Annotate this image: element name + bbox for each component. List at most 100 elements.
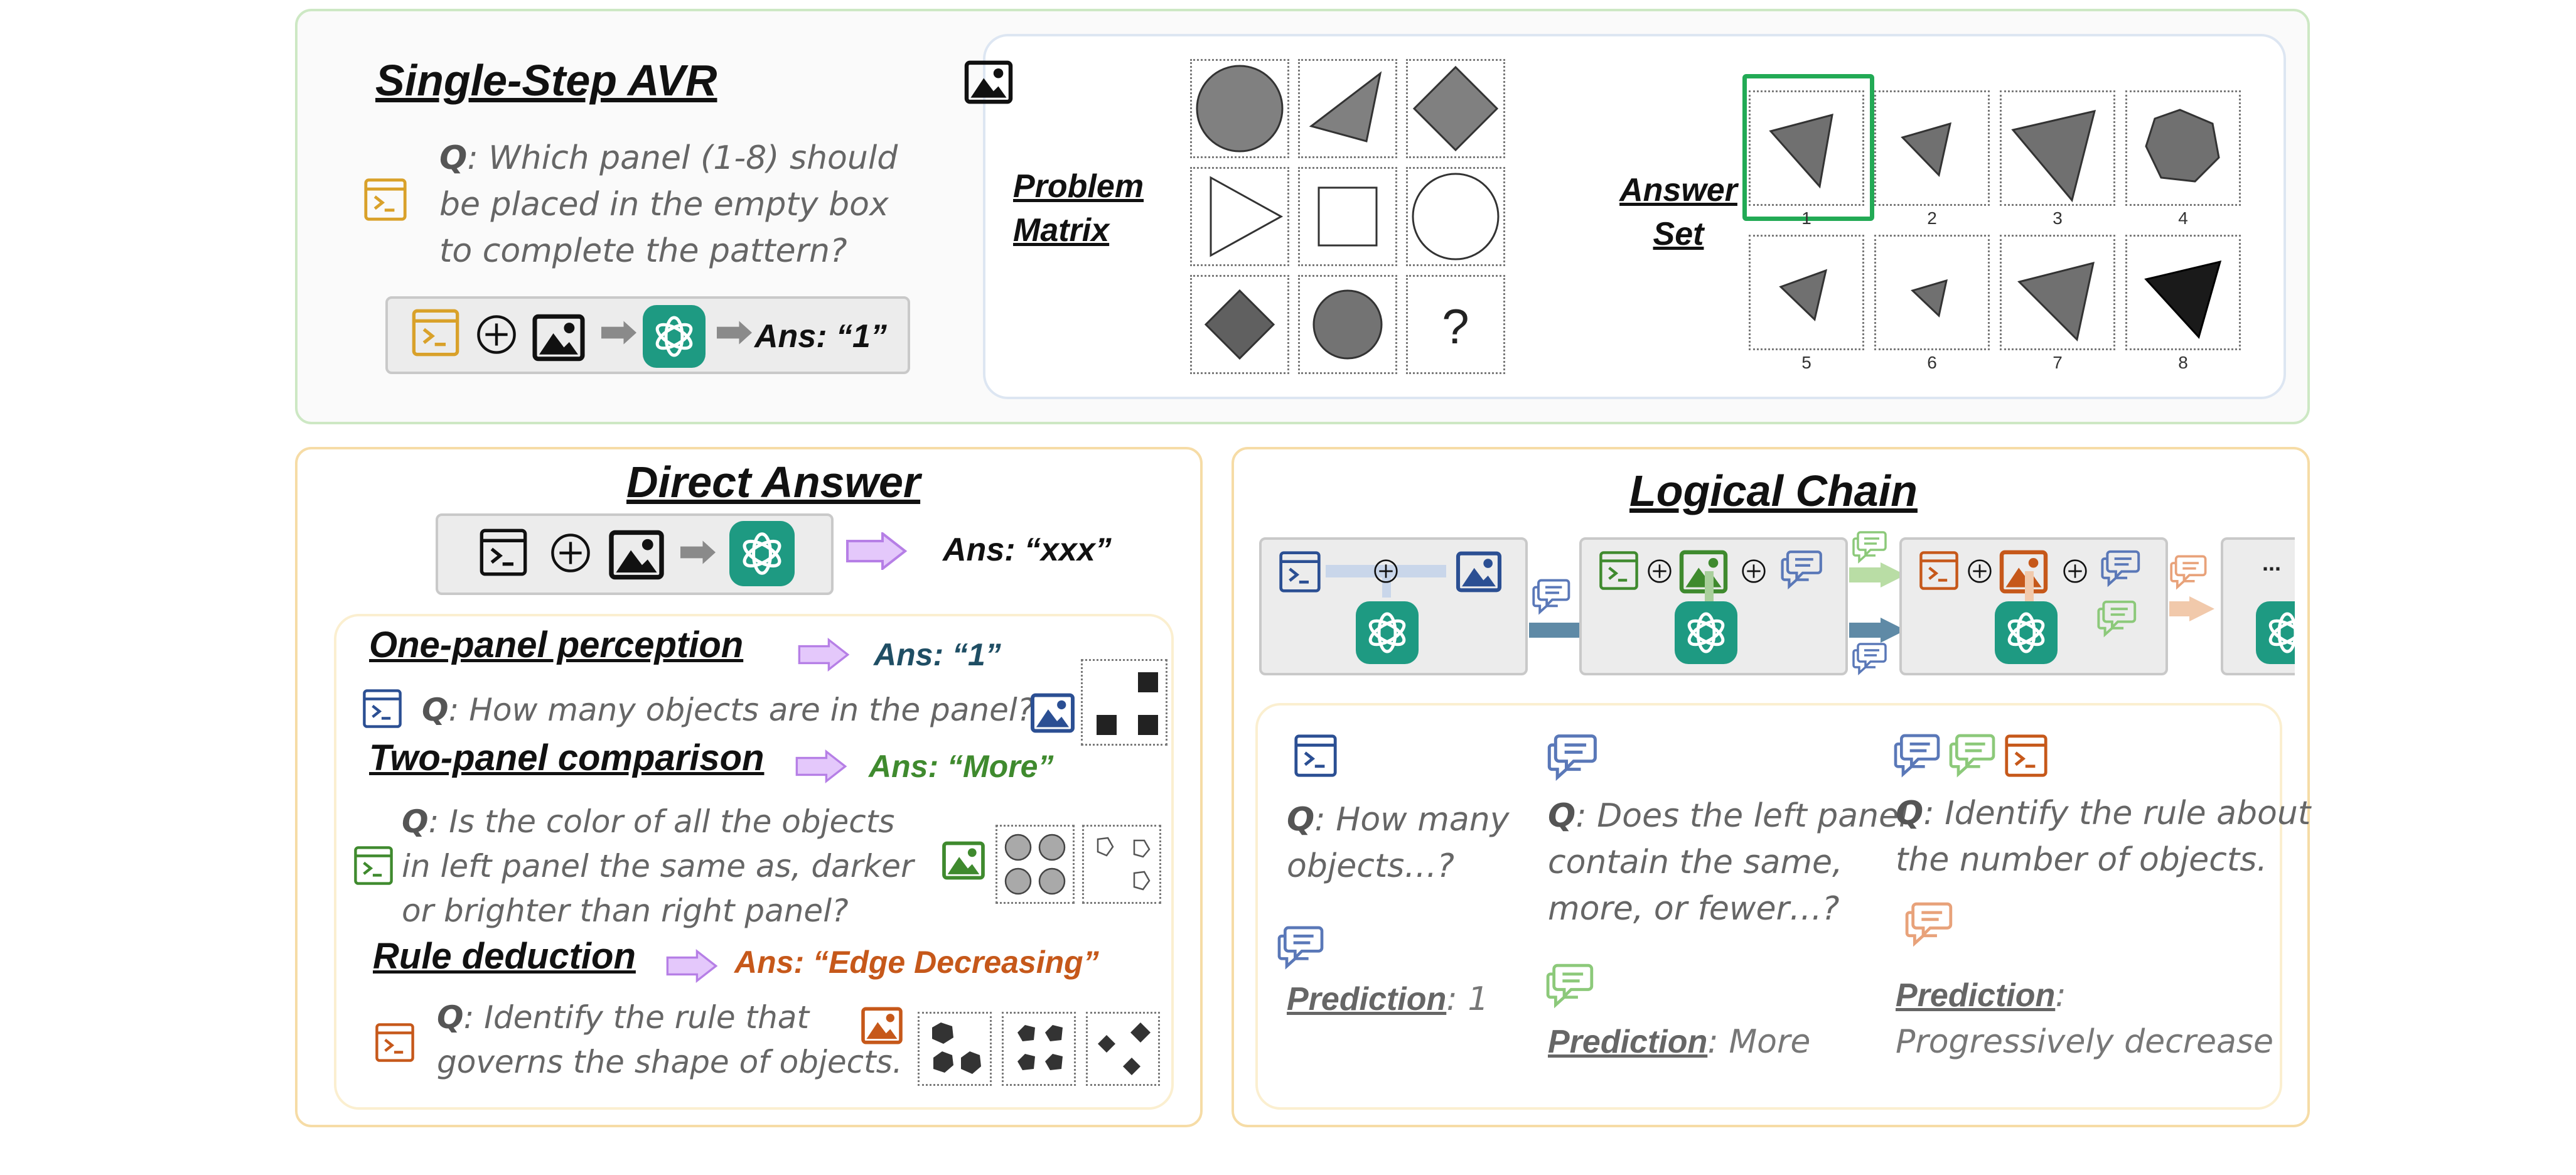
matrix-cell <box>1406 59 1505 158</box>
chat-icon <box>2100 547 2143 590</box>
terminal-icon <box>1918 550 1960 591</box>
image-icon <box>1029 693 1076 733</box>
answer-option[interactable] <box>1749 90 1864 206</box>
arrow-icon <box>680 540 716 565</box>
question-line: Q: Identify the rule about <box>1896 795 2311 832</box>
step3-question: Q: Identify the rule about the number of… <box>1896 791 2310 884</box>
image-icon <box>960 60 1017 104</box>
one-panel-answer: Ans: “1” <box>874 637 1001 672</box>
answer-option[interactable] <box>2125 235 2241 350</box>
gpt-model-icon <box>643 305 706 368</box>
question-line: contain the same, <box>1548 843 1843 881</box>
single-step-answer: Ans: “1” <box>754 318 887 355</box>
direct-answer-title: Direct Answer <box>626 458 921 507</box>
plus-icon <box>476 314 517 355</box>
two-panel-question: Q: Is the color of all the objects in le… <box>402 800 914 933</box>
question-line: Q: Identify the rule that <box>437 999 810 1036</box>
chat-icon <box>1277 923 1327 973</box>
image-icon <box>1999 550 2049 594</box>
step2-prediction: Prediction: More <box>1548 1023 1811 1061</box>
arrow-right-icon <box>795 749 847 783</box>
terminal-icon <box>1293 733 1338 778</box>
example-panel <box>1086 1012 1160 1086</box>
two-panel-title: Two-panel comparison <box>369 738 765 778</box>
logical-chain-title: Logical Chain <box>1629 466 1918 515</box>
arrow-right-icon <box>845 532 908 570</box>
chain-connector <box>2025 571 2034 603</box>
rule-deduction-answer: Ans: “Edge Decreasing” <box>734 945 1099 980</box>
arrow-icon <box>601 320 636 345</box>
matrix-cell-empty: ? <box>1406 275 1505 374</box>
chain-stage <box>2221 537 2295 675</box>
arrow-icon <box>2189 596 2214 621</box>
question-line: Q: How many <box>1287 801 1510 839</box>
chat-icon <box>1547 731 1601 785</box>
matrix-cell <box>1406 167 1505 266</box>
question-line: in left panel the same as, darker <box>402 848 914 884</box>
plus-icon <box>1741 559 1766 584</box>
chat-icon <box>1545 960 1597 1012</box>
image-icon <box>531 314 586 362</box>
answer-number: 8 <box>2178 353 2188 372</box>
chain-ellipsis: ... <box>2262 550 2282 576</box>
gpt-model-icon <box>729 521 795 586</box>
single-step-question: Q: Which panel (1-8) should be placed in… <box>439 136 898 274</box>
image-icon <box>608 530 665 580</box>
two-panel-answer: Ans: “More” <box>869 749 1054 784</box>
answer-number: 3 <box>2053 208 2063 228</box>
answer-option[interactable] <box>1874 90 1990 206</box>
question-line: Q: Does the left panel <box>1548 797 1908 835</box>
answer-option[interactable] <box>1874 235 1990 350</box>
chat-icon <box>1852 640 1889 678</box>
chat-icon <box>1852 528 1889 566</box>
gpt-model-icon <box>1675 601 1737 664</box>
matrix-cell <box>1190 59 1289 158</box>
question-line: Q: Is the color of all the objects <box>402 803 895 840</box>
chat-icon <box>1893 731 1943 781</box>
example-panel <box>1002 1012 1076 1086</box>
terminal-icon <box>363 177 408 222</box>
missing-mark: ? <box>1442 299 1469 354</box>
answer-number: 5 <box>1801 353 1811 372</box>
arrow-right-icon <box>797 638 850 672</box>
matrix-cell <box>1190 167 1289 266</box>
chain-connector <box>1529 623 1579 638</box>
question-line: or brighter than right panel? <box>402 893 849 929</box>
one-panel-question: Q: How many objects are in the panel? <box>422 692 1034 728</box>
answer-option[interactable] <box>2000 90 2115 206</box>
chat-icon <box>2169 552 2209 593</box>
question-line: more, or fewer…? <box>1548 889 1840 928</box>
answer-set-label: Answer Set <box>1619 172 1737 253</box>
chat-icon <box>1948 731 1999 781</box>
terminal-icon <box>478 527 529 577</box>
matrix-cell <box>1298 275 1397 374</box>
answer-option[interactable] <box>1749 235 1864 350</box>
arrow-icon <box>1881 618 1906 643</box>
terminal-icon <box>2004 733 2049 778</box>
plus-icon <box>1373 559 1398 584</box>
step2-question: Q: Does the left panel contain the same,… <box>1548 793 1908 932</box>
plus-icon <box>2063 559 2088 584</box>
answer-option[interactable] <box>2000 235 2115 350</box>
terminal-icon <box>374 1022 416 1063</box>
plus-icon <box>550 532 591 574</box>
chat-icon <box>1780 547 1825 593</box>
example-panel <box>1081 659 1167 746</box>
question-line: objects…? <box>1287 847 1454 885</box>
answer-number: 2 <box>1927 208 1937 228</box>
matrix-cell <box>1190 275 1289 374</box>
question-line: be placed in the empty box <box>439 185 889 223</box>
step1-question: Q: How many objects…? <box>1287 797 1510 890</box>
answer-number: 6 <box>1927 353 1937 372</box>
chain-connector <box>1382 572 1391 598</box>
terminal-icon <box>1278 550 1322 594</box>
example-panel <box>918 1012 992 1086</box>
direct-answer-result: Ans: “xxx” <box>943 532 1112 568</box>
answer-option[interactable] <box>2125 90 2241 206</box>
answer-number: 4 <box>2178 208 2188 228</box>
question-line: Q: Which panel (1-8) should <box>439 139 898 177</box>
example-panel <box>996 825 1075 904</box>
image-icon <box>1678 550 1729 594</box>
rule-deduction-question: Q: Identify the rule that governs the sh… <box>437 995 903 1085</box>
problem-matrix-label: Problem Matrix <box>1013 168 1144 249</box>
